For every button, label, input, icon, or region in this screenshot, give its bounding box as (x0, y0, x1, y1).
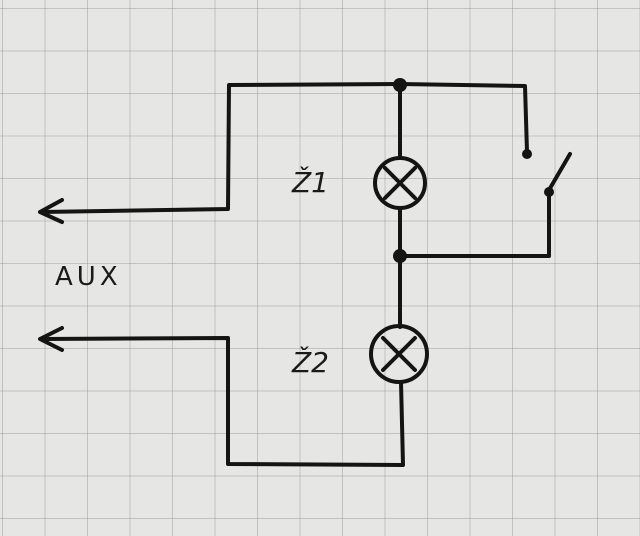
lamp-2-label: Ž2 (291, 345, 329, 379)
switch-blade (547, 152, 572, 192)
aux-upper-wire (40, 82, 402, 214)
aux-lower-arrow-icon (38, 326, 64, 352)
aux-lower-wire (40, 336, 405, 467)
lamp-1-icon (373, 156, 427, 210)
junction-middle (393, 249, 407, 263)
switch-top-contact (522, 149, 532, 159)
junction-top (393, 78, 407, 92)
top-wire-to-switch (398, 82, 529, 154)
aux-label: AUX (55, 262, 122, 292)
switch-lower-wire (398, 192, 551, 258)
aux-upper-arrow-icon (38, 198, 64, 224)
lamp-1-label: Ž1 (291, 165, 329, 199)
lamp-2-icon (369, 324, 429, 384)
